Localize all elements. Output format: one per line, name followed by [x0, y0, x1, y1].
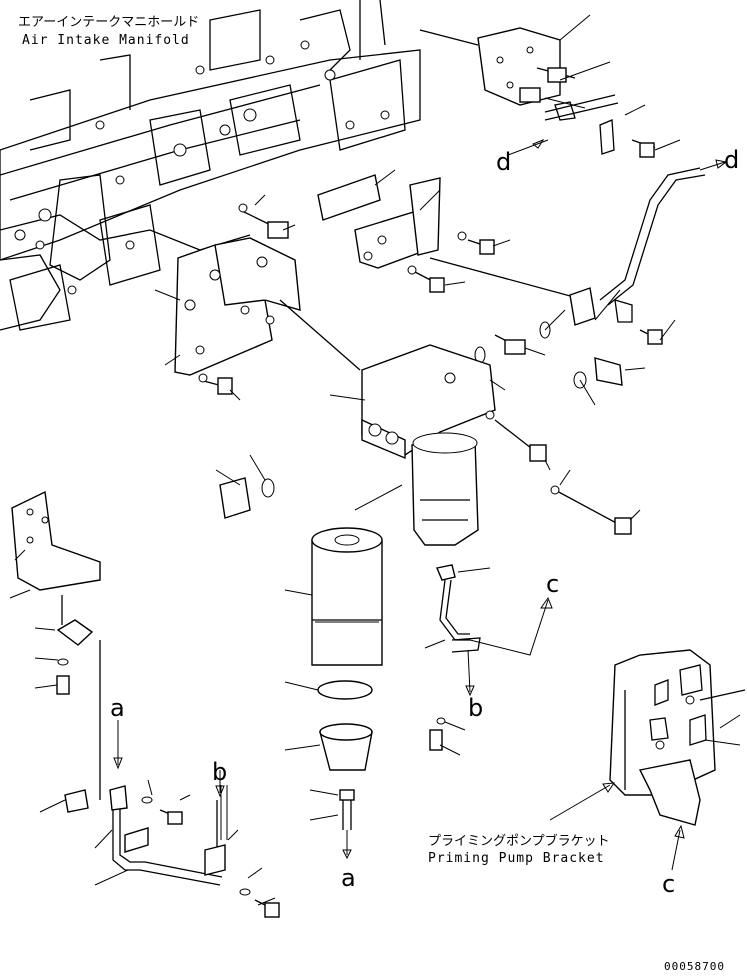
callout-leaders: [9, 14, 741, 906]
drain-plug: [339, 789, 355, 860]
ref-a-bottom: a: [341, 864, 356, 892]
upper-bracket-assembly: [419, 27, 728, 306]
ref-b-left: b: [212, 758, 227, 786]
priming-label-en: Priming Pump Bracket: [428, 851, 605, 866]
ref-d-left: d: [496, 148, 511, 176]
air-intake-label-jp: エアーインテークマニホールド: [18, 15, 199, 30]
ref-d-right: d: [724, 146, 739, 174]
lower-hose-and-clips: [64, 640, 280, 918]
mounting-bracket-right: [317, 174, 663, 389]
ref-b-middle: b: [468, 694, 483, 722]
lower-left-bracket: [11, 490, 101, 695]
filter-head: [219, 299, 632, 535]
drain-hose-assembly: [429, 564, 553, 751]
drawing-number: 00058700: [664, 960, 725, 973]
mounted-filter: [411, 432, 479, 546]
filter-cartridge: [311, 527, 383, 666]
ref-c-middle: c: [546, 570, 559, 598]
mounting-bracket-left: [174, 203, 301, 395]
priming-label-jp: プライミングポンプブラケット: [428, 833, 610, 849]
filter-bowl: [319, 723, 373, 771]
air-intake-manifold: [0, 0, 421, 331]
o-ring: [317, 680, 373, 700]
air-intake-label-en: Air Intake Manifold: [22, 33, 190, 48]
ref-c-bottom: c: [662, 870, 675, 898]
ref-a-left: a: [110, 694, 125, 722]
